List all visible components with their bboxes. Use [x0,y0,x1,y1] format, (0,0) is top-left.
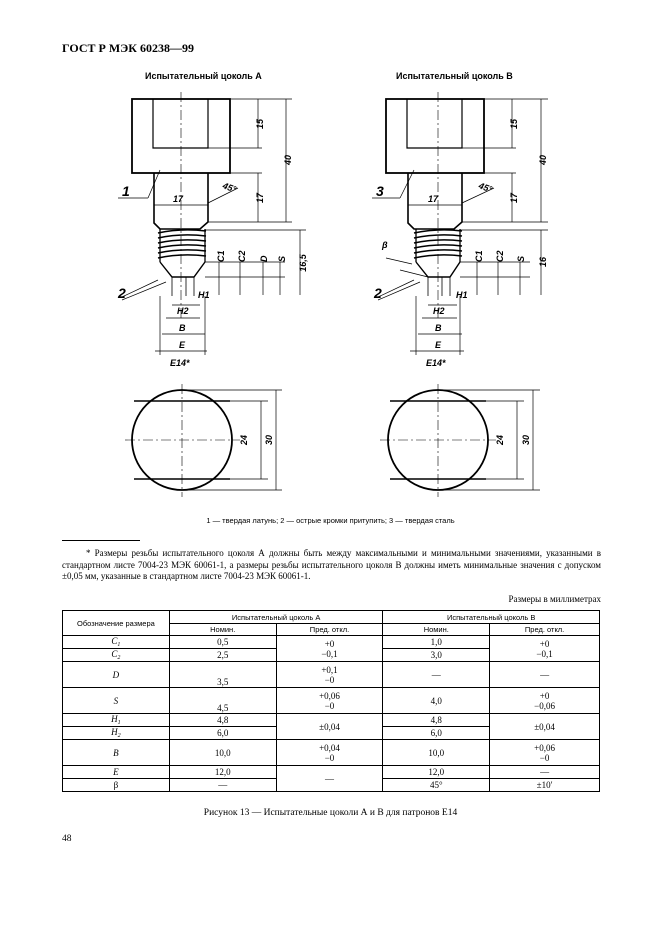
table-row: C2 2,5 3,0 [62,648,600,662]
dim-d-a: D [259,255,269,262]
dim-17-a-v: 17 [255,192,265,203]
col-base-b: Испытательный цоколь В [382,610,600,624]
table-row: E 12,0 — 12,0 — [62,765,600,792]
figure-caption: Рисунок 13 — Испытательные цоколи А и В … [203,808,458,818]
dim-h1-b: H1 [456,290,468,300]
dim-c2-a: C2 [237,250,247,262]
figure-title-a: Испытательный цоколь А [145,71,262,81]
table-row: S 4,5 +0,06−0 4,0 +0−0,06 [62,687,600,714]
dim-24-b: 24 [495,435,505,446]
base-a-drawing [131,92,231,318]
dim-16-b: 16 [538,256,548,267]
dimensions-table: Обозначение размера Испытательный цоколь… [62,610,600,792]
dim-b-b: B [435,323,442,333]
dim-40-b: 40 [538,155,548,166]
callout-3: 3 [376,183,384,199]
dim-45-b: 45° [476,180,494,195]
units-note: Размеры в миллиметрах [508,594,601,604]
dim-17-b-v: 17 [509,192,519,203]
dim-beta: β [381,240,388,250]
dim-c1-a: C1 [216,250,226,262]
table-row: D 3,5 +0,1−0 — — [62,661,600,688]
dim-c1-b: C1 [474,250,484,262]
base-b-drawing [385,92,485,318]
dim-30-b: 30 [521,435,531,445]
figure-title-b: Испытательный цоколь В [396,71,513,81]
callout-1: 1 [122,183,130,199]
dim-h1-a: H1 [198,290,210,300]
document-header: ГОСТ Р МЭК 60238—99 [62,41,194,55]
sub-nom-a: Номин. [168,623,277,636]
figure-legend: 1 — твердая латунь; 2 — острые кромки пр… [206,516,455,525]
dim-b-a: B [179,323,186,333]
sub-nom-b: Номин. [382,623,491,636]
table-row: β — 45° ±10′ [62,778,600,792]
sub-tol-a: Пред. откл. [275,623,384,636]
dim-17-a-h: 17 [173,194,184,204]
table-row: B 10,0 +0,04−0 10,0 +0,06−0 [62,739,600,766]
col-designation: Обозначение размера [62,610,170,636]
dim-s-b: S [516,256,526,262]
dim-16-5-a: 16,5 [298,253,308,272]
col-base-a: Испытательный цоколь А [168,610,384,624]
table-row: C1 0,5 +0−0,1 1,0 +0−0,1 [62,635,600,662]
sub-tol-b: Пред. откл. [489,623,600,636]
table-row: H1 4,8 ±0,04 4,8 ±0,04 [62,713,600,740]
dim-30-a: 30 [264,435,274,445]
dim-24-a: 24 [239,435,249,446]
callout-2-b: 2 [373,285,382,301]
dim-s-a: S [277,256,287,262]
dim-e-a: E [179,340,186,350]
dim-17-b-h: 17 [428,194,439,204]
technical-drawing: 15 40 17 17 45° 16,5 C1 C2 D S H1 H2 B E… [117,92,548,497]
dim-40-a: 40 [283,155,293,166]
dim-e-b: E [435,340,442,350]
table-row: H2 6,0 6,0 [62,726,600,740]
dim-c2-b: C2 [495,250,505,262]
dim-e14-b: E14* [426,358,446,368]
dim-15-a: 15 [255,118,265,129]
dim-h2-b: H2 [433,306,445,316]
dim-45-a: 45° [220,180,238,195]
footnote: * Размеры резьбы испытательного цоколя А… [62,548,601,581]
dim-e14-a: E14* [170,358,190,368]
callout-2-a: 2 [117,285,126,301]
dim-h2-a: H2 [177,306,189,316]
page-number: 48 [62,834,72,844]
footnote-rule [62,540,140,541]
dim-15-b: 15 [509,118,519,129]
